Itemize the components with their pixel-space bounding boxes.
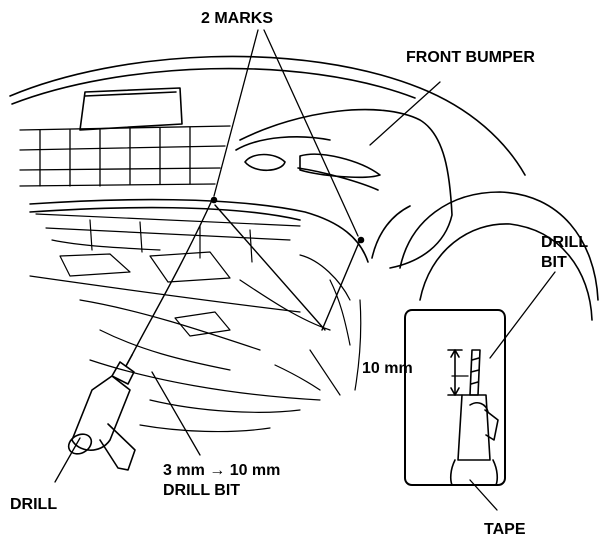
underbody-detail xyxy=(29,213,362,433)
wheel-and-fender xyxy=(371,191,599,321)
license-plate xyxy=(79,87,183,131)
drilling-guide-lines xyxy=(131,197,361,356)
mark-right xyxy=(357,236,365,244)
label-drill-bit-line2: BIT xyxy=(541,254,567,271)
label-bit-size-line2: DRILL BIT xyxy=(163,482,241,499)
front-bumper-outline xyxy=(9,55,526,269)
label-bit-size-line1: 3 mm → 10 mm xyxy=(163,462,281,479)
label-drill-bit-line1: DRILL xyxy=(541,234,589,251)
leader-lines xyxy=(54,29,556,511)
drill-bit-inset xyxy=(404,309,506,486)
grille-slots xyxy=(19,125,231,187)
drill xyxy=(67,354,136,471)
label-drill: DRILL xyxy=(10,496,58,513)
label-measure-10mm: 10 mm xyxy=(362,360,413,377)
label-two-marks: 2 MARKS xyxy=(201,10,274,27)
label-tape: TAPE xyxy=(484,521,526,538)
mark-left xyxy=(210,196,218,204)
label-front-bumper: FRONT BUMPER xyxy=(406,49,535,66)
